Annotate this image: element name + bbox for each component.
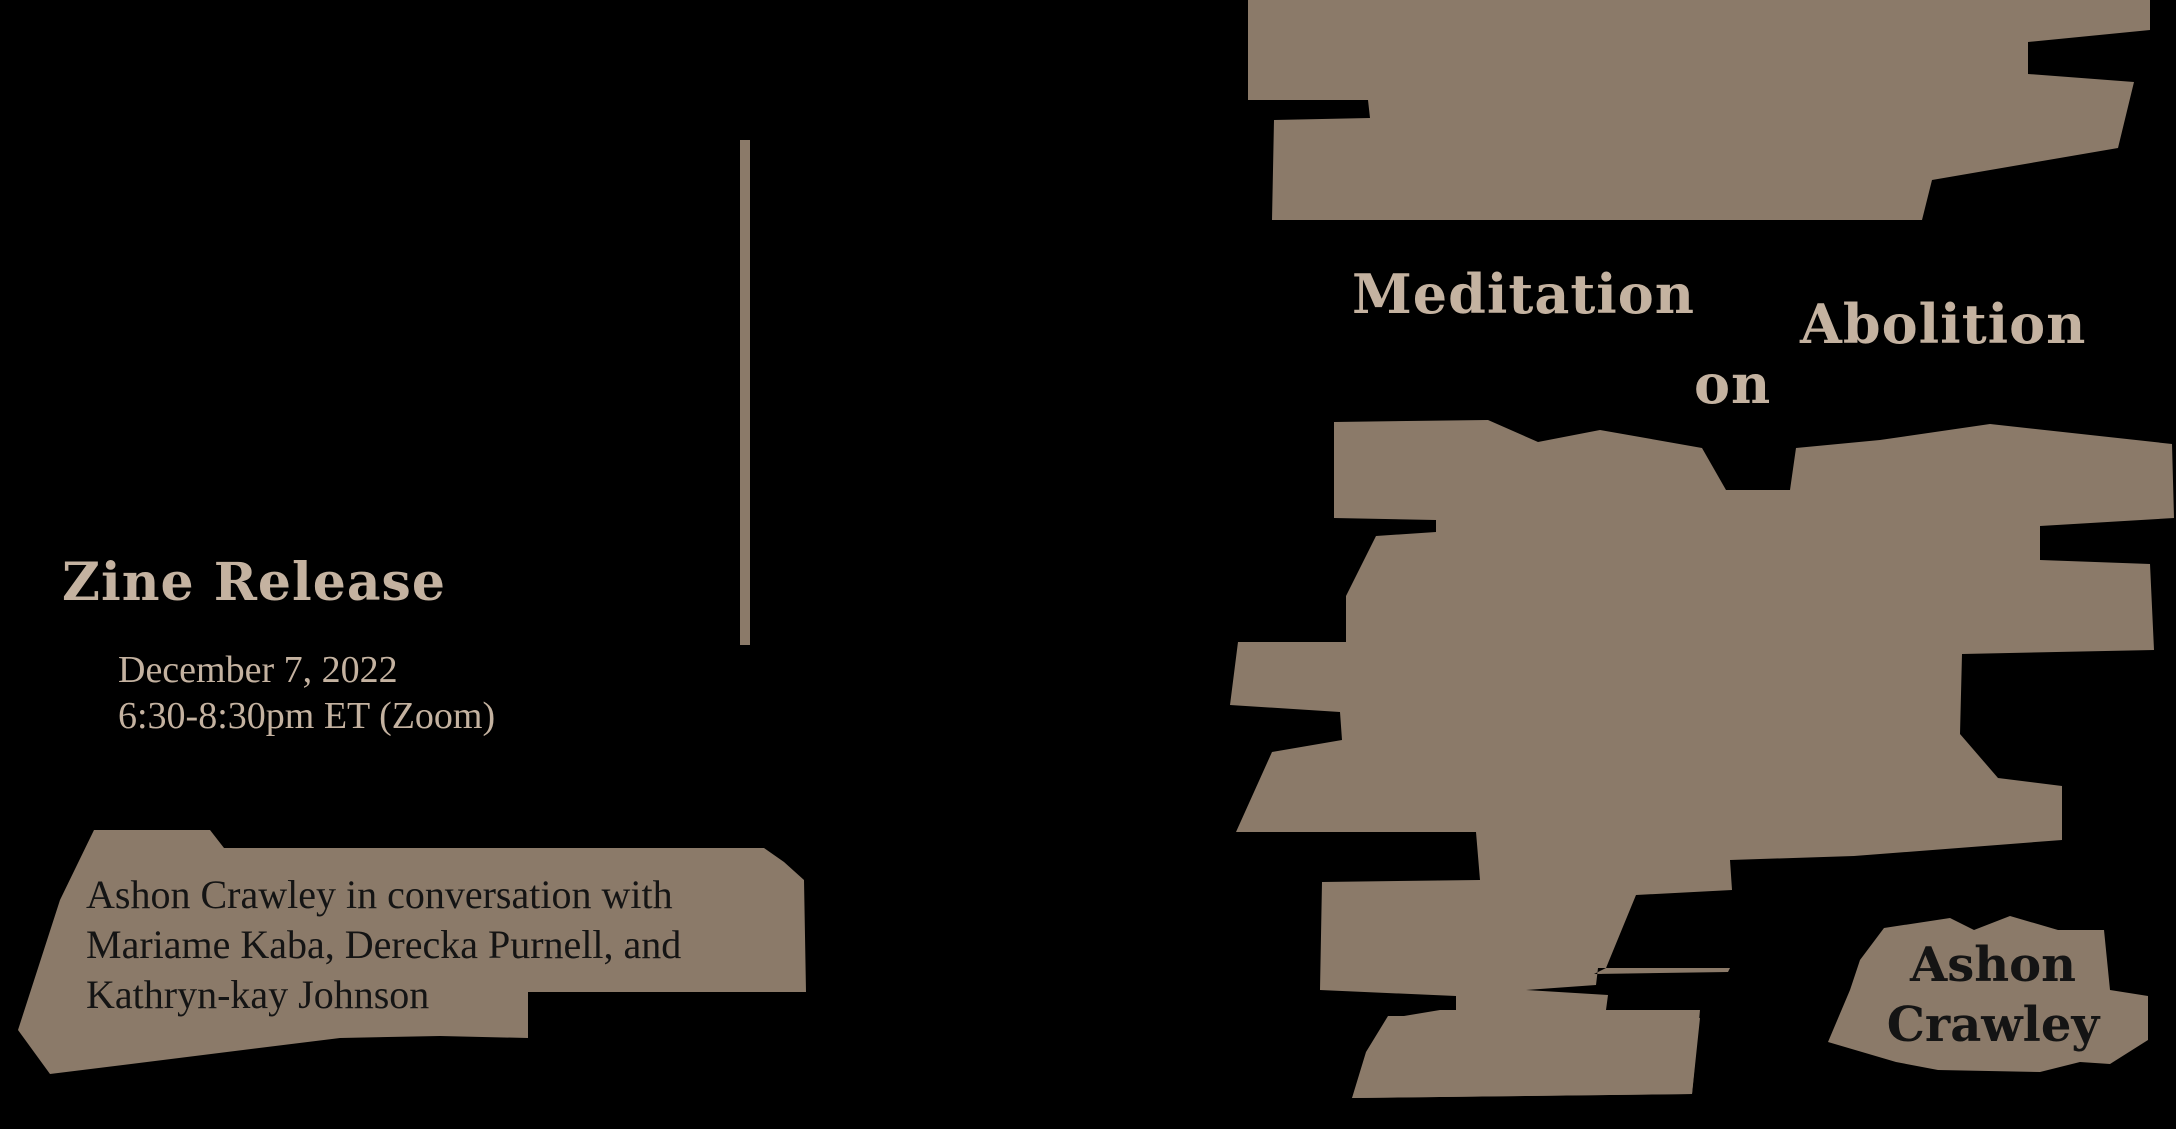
conversation-line: Kathryn-kay Johnson: [86, 972, 430, 1017]
author-name: Ashon Crawley: [1868, 935, 2118, 1055]
event-date: December 7, 2022: [118, 649, 398, 691]
conversation-description: Ashon Crawley in conversation with Maria…: [86, 870, 816, 1020]
torn-paper-center-block: [1230, 420, 2174, 1098]
author-tag-paper: [1828, 916, 2148, 1072]
event-time: 6:30-8:30pm ET (Zoom): [118, 695, 496, 737]
zine-title-word-meditation: Meditation: [1352, 262, 1696, 326]
vertical-divider-line: [740, 140, 750, 645]
torn-paper-lower-strip: [1352, 1010, 1700, 1098]
author-last-name: Crawley: [1886, 997, 2100, 1053]
conversation-line: Mariame Kaba, Derecka Purnell, and: [86, 922, 682, 967]
author-first-name: Ashon: [1909, 937, 2077, 993]
conversation-paper: [18, 830, 806, 1074]
conversation-line: Ashon Crawley in conversation with: [86, 872, 673, 917]
zine-release-heading: Zine Release: [62, 552, 446, 613]
zine-title-word-abolition: Abolition: [1800, 292, 2087, 356]
zine-title-word-on: on: [1694, 352, 1772, 416]
torn-paper-top-block: [1248, 0, 2150, 220]
